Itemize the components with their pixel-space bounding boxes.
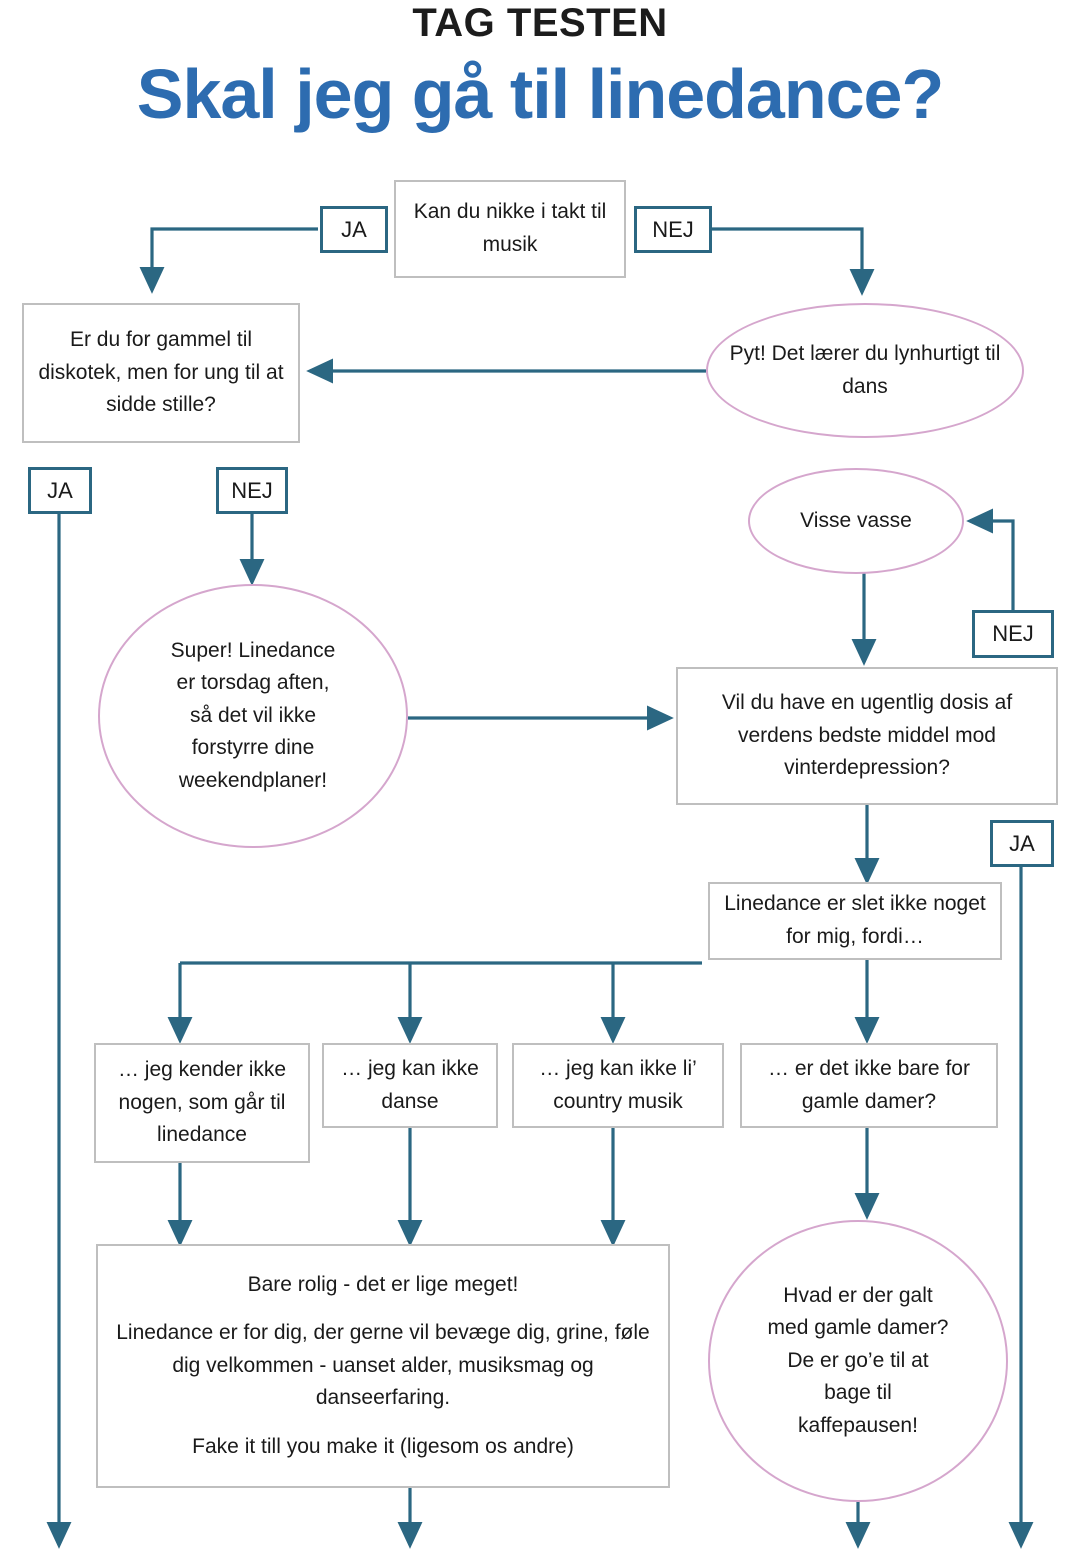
damer-line-2: med gamle damer? (767, 1316, 949, 1340)
page-title: Skal jeg gå til linedance? (136, 55, 944, 133)
final-paragraph-1: Bare rolig - det er lige meget! (247, 1272, 519, 1296)
node-hvad-er-galt-oval[interactable]: Hvad er der galt med gamle damer? De er … (708, 1220, 1008, 1502)
node-kan-ikke-danse[interactable]: … jeg kan ikke danse (322, 1043, 498, 1128)
chip-nej-gammel-label: NEJ (231, 477, 273, 503)
node-pyt-oval[interactable]: Pyt! Det lærer du lynhurtigt til dans (706, 303, 1024, 438)
wire-vinter-nej (966, 508, 1015, 610)
chip-nej-nikke[interactable]: NEJ (634, 206, 712, 253)
damer-line-3: De er go’e til at (787, 1348, 929, 1372)
damer-line-5: kaffepausen! (798, 1413, 918, 1437)
final-paragraph-3: Fake it till you make it (ligesom os and… (192, 1434, 574, 1458)
node-slet-ikke-noget[interactable]: Linedance er slet ikke noget for mig, fo… (708, 882, 1002, 960)
node-kender-ikke-nogen-text: … jeg kender ikke nogen, som går til lin… (117, 1058, 287, 1147)
node-er-du-for-gammel-text: Er du for gammel til diskotek, men for u… (38, 328, 284, 417)
damer-line-1: Hvad er der galt (783, 1283, 933, 1307)
node-super-linedance-oval[interactable]: Super! Linedance er torsdag aften, så de… (98, 584, 408, 848)
node-pyt-text: Pyt! Det lærer du lynhurtigt til dans (729, 341, 1001, 398)
final-paragraph-2: Linedance er for dig, der gerne vil bevæ… (116, 1321, 650, 1410)
chip-nej-gammel[interactable]: NEJ (216, 467, 288, 514)
super-line-4: forstyrre dine (191, 736, 315, 760)
node-ikke-country-musik[interactable]: … jeg kan ikke li’ country musik (512, 1043, 724, 1128)
chip-ja-nikke-label: JA (341, 216, 367, 242)
node-kender-ikke-nogen[interactable]: … jeg kender ikke nogen, som går til lin… (94, 1043, 310, 1163)
node-final-message-text: Bare rolig - det er lige meget! Linedanc… (98, 1255, 668, 1478)
node-kan-ikke-danse-text: … jeg kan ikke danse (341, 1056, 479, 1113)
chip-nej-vinter[interactable]: NEJ (972, 610, 1054, 658)
chip-ja-vinter-label: JA (1009, 830, 1035, 856)
node-vinterdepression-text: Vil du have en ugentlig dosis af verdens… (721, 691, 1013, 780)
node-visse-vasse-oval[interactable]: Visse vasse (748, 468, 964, 574)
chip-ja-vinter[interactable]: JA (990, 820, 1054, 867)
node-kan-du-nikke[interactable]: Kan du nikke i takt til musik (394, 180, 626, 278)
node-kan-du-nikke-text: Kan du nikke i takt til musik (413, 200, 607, 256)
wire-nikke-ja (139, 227, 318, 294)
chip-ja-gammel-label: JA (47, 477, 73, 503)
damer-line-4: bage til (824, 1381, 892, 1405)
chip-ja-gammel[interactable]: JA (28, 467, 92, 514)
super-line-5: weekendplaner! (178, 768, 328, 792)
chip-nej-nikke-label: NEJ (652, 216, 694, 242)
node-final-message[interactable]: Bare rolig - det er lige meget! Linedanc… (96, 1244, 670, 1488)
wire-nikke-nej (712, 227, 875, 296)
node-gamle-damer-question[interactable]: … er det ikke bare for gamle damer? (740, 1043, 998, 1128)
node-vinterdepression[interactable]: Vil du have en ugentlig dosis af verdens… (676, 667, 1058, 805)
node-gamle-damer-question-text: … er det ikke bare for gamle damer? (768, 1056, 970, 1113)
node-er-du-for-gammel[interactable]: Er du for gammel til diskotek, men for u… (22, 303, 300, 443)
node-slet-ikke-noget-text: Linedance er slet ikke noget for mig, fo… (724, 892, 986, 948)
super-line-3: så det vil ikke (189, 703, 317, 727)
node-hvad-er-galt-text: Hvad er der galt med gamle damer? De er … (758, 1276, 959, 1447)
chip-nej-vinter-label: NEJ (992, 621, 1034, 646)
super-line-2: er torsdag aften, (176, 671, 330, 695)
node-visse-vasse-text: Visse vasse (800, 508, 912, 532)
super-line-1: Super! Linedance (170, 638, 336, 662)
chip-ja-nikke[interactable]: JA (320, 206, 388, 253)
kicker-title: TAG TESTEN (412, 1, 668, 45)
node-ikke-country-musik-text: … jeg kan ikke li’ country musik (539, 1056, 697, 1113)
node-super-linedance-text: Super! Linedance er torsdag aften, så de… (161, 631, 346, 802)
